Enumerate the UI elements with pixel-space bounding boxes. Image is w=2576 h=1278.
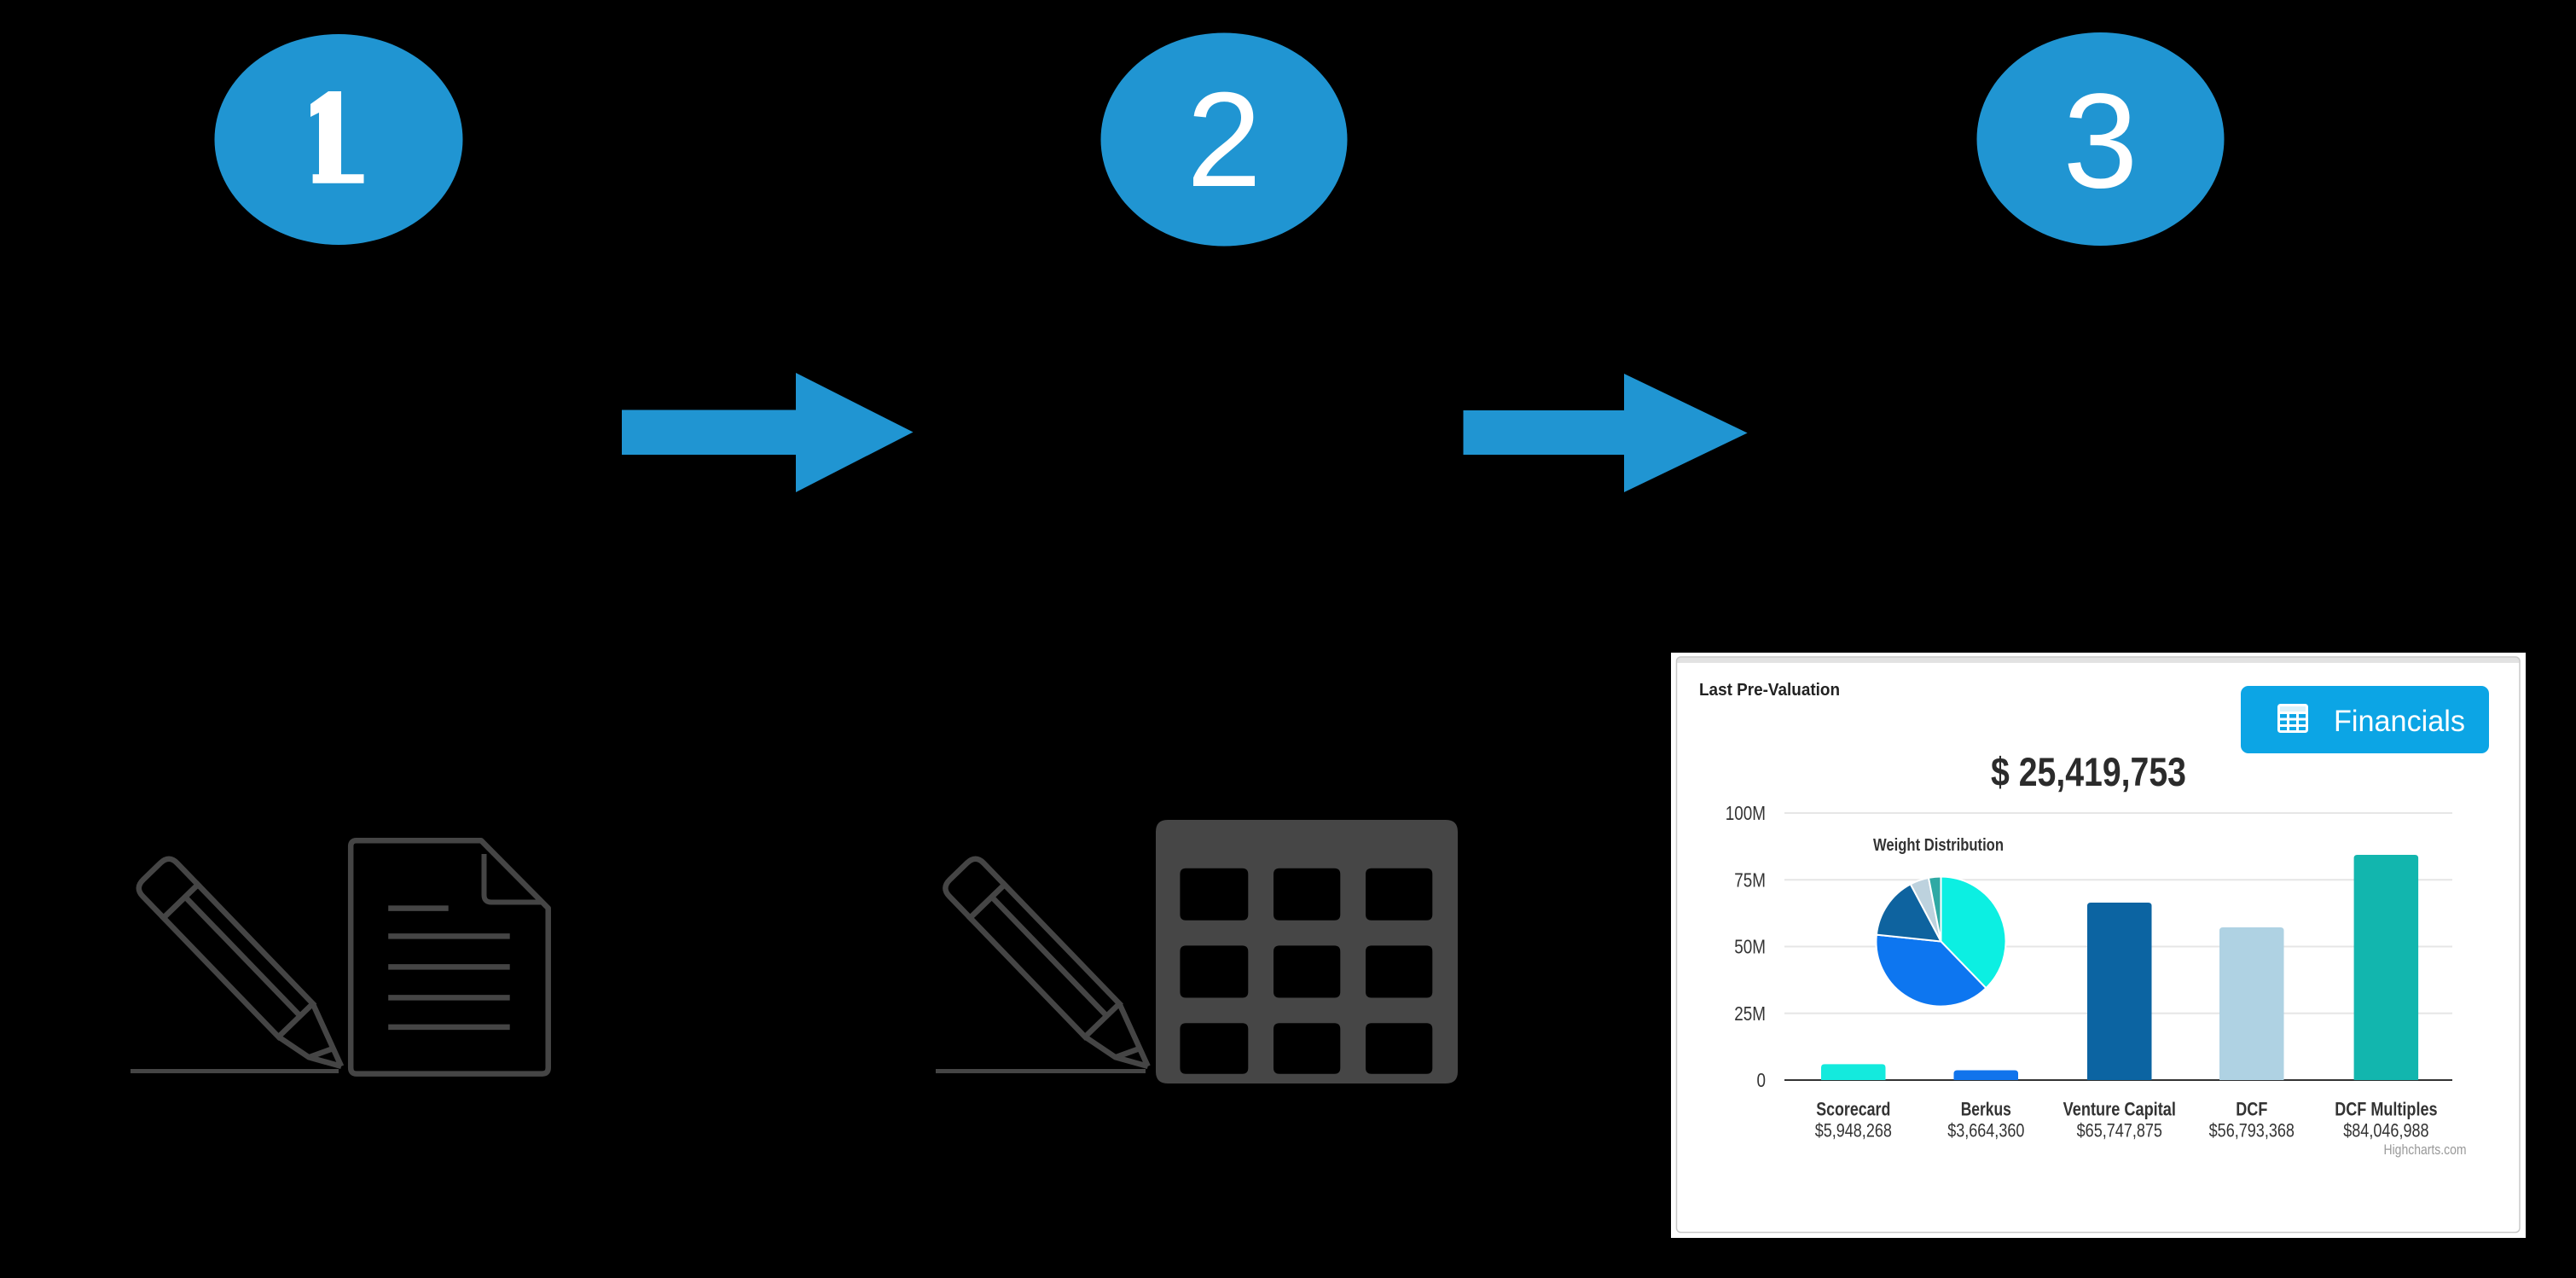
svg-text:$5,948,268: $5,948,268 [1815, 1120, 1892, 1141]
svg-text:$ 25,419,753: $ 25,419,753 [1991, 750, 2186, 795]
svg-text:Last Pre-Valuation: Last Pre-Valuation [1699, 681, 1840, 700]
svg-text:75M: 75M [1734, 868, 1766, 891]
svg-text:Highcharts.com: Highcharts.com [2384, 1142, 2467, 1158]
svg-text:$65,747,875: $65,747,875 [2077, 1120, 2162, 1141]
svg-text:50M: 50M [1734, 936, 1766, 958]
svg-text:DCF: DCF [2236, 1098, 2267, 1119]
svg-text:Financials: Financials [2334, 705, 2465, 738]
svg-text:Weight Distribution: Weight Distribution [1873, 836, 2004, 855]
svg-text:0: 0 [1757, 1069, 1767, 1091]
svg-text:$3,664,360: $3,664,360 [1947, 1120, 2024, 1141]
svg-text:Venture Capital: Venture Capital [2063, 1098, 2176, 1119]
svg-text:Berkus: Berkus [1961, 1098, 2011, 1119]
svg-text:$56,793,368: $56,793,368 [2209, 1120, 2295, 1141]
svg-text:DCF Multiples: DCF Multiples [2335, 1098, 2437, 1119]
svg-text:$84,046,988: $84,046,988 [2343, 1120, 2428, 1141]
svg-text:3: 3 [2063, 67, 2138, 217]
svg-text:25M: 25M [1734, 1002, 1766, 1025]
svg-text:100M: 100M [1726, 802, 1766, 824]
svg-text:Scorecard: Scorecard [1816, 1098, 1890, 1119]
svg-text:2: 2 [1186, 65, 1262, 215]
